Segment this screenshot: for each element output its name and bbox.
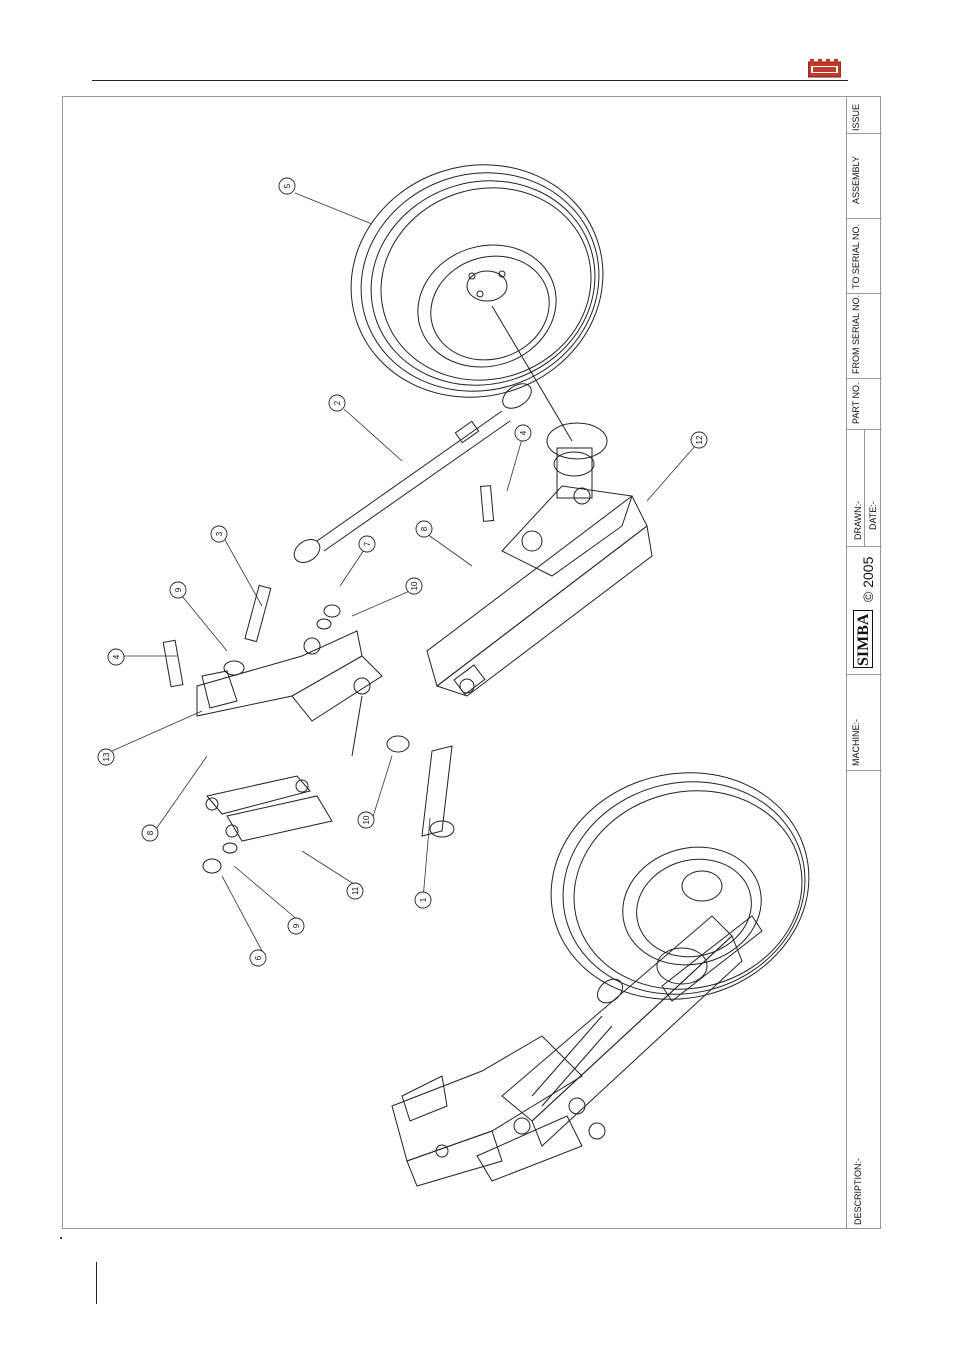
header-rule [92,80,848,81]
callout-number: 7 [363,541,372,546]
tb-divider [847,133,882,134]
callout-number: 8 [420,526,429,531]
upper-wheel [321,132,634,429]
callout-number: 1 [419,897,428,902]
upper-arm [427,486,652,696]
callout-number: 10 [362,815,371,824]
callout-number: 4 [519,430,528,435]
upper-hub [492,306,607,498]
simba-title-text: SIMBA [855,614,873,666]
link-plates [206,776,332,841]
callout-number: 3 [215,531,224,536]
callout-number: 2 [333,400,342,405]
assembly-label: ASSEMBLY [851,156,861,204]
drawn-label: DRAWN:- [853,501,863,540]
copyright-text: © 2005 [860,557,876,602]
tb-vdivider [864,429,865,546]
tb-divider [847,546,882,547]
lower-wheel [525,744,834,1028]
callout-bubbles [98,178,707,966]
callout-number: 4 [112,654,121,659]
tb-divider [847,674,882,675]
footer-rule [96,1262,97,1304]
callout-number: 9 [292,923,301,928]
description-label: DESCRIPTION:- [853,1158,863,1225]
date-label: DATE:- [868,501,878,530]
tb-divider [847,770,882,771]
tb-divider [847,218,882,219]
machine-label: MACHINE:- [851,719,861,766]
callout-number: 5 [283,183,292,188]
headstock-bracket [197,631,382,756]
issue-label: ISSUE [851,104,861,131]
callout-number: 11 [351,886,360,895]
top-link [290,379,536,568]
callout-number: 9 [174,587,183,592]
part-no-label: PART NO. [851,382,861,424]
callout-number: 8 [146,830,155,835]
callout-number: 6 [254,955,263,960]
to-serial-label: TO SERIAL NO. [851,224,861,289]
tb-divider [847,378,882,379]
from-serial-label: FROM SERIAL NO. [851,295,861,374]
page-mark [60,1237,62,1239]
simba-logo [808,59,841,78]
callout-number: 10 [410,581,419,590]
callout-number: 13 [102,752,111,761]
callout-number: 12 [695,435,704,444]
lower-arm [392,916,762,1186]
